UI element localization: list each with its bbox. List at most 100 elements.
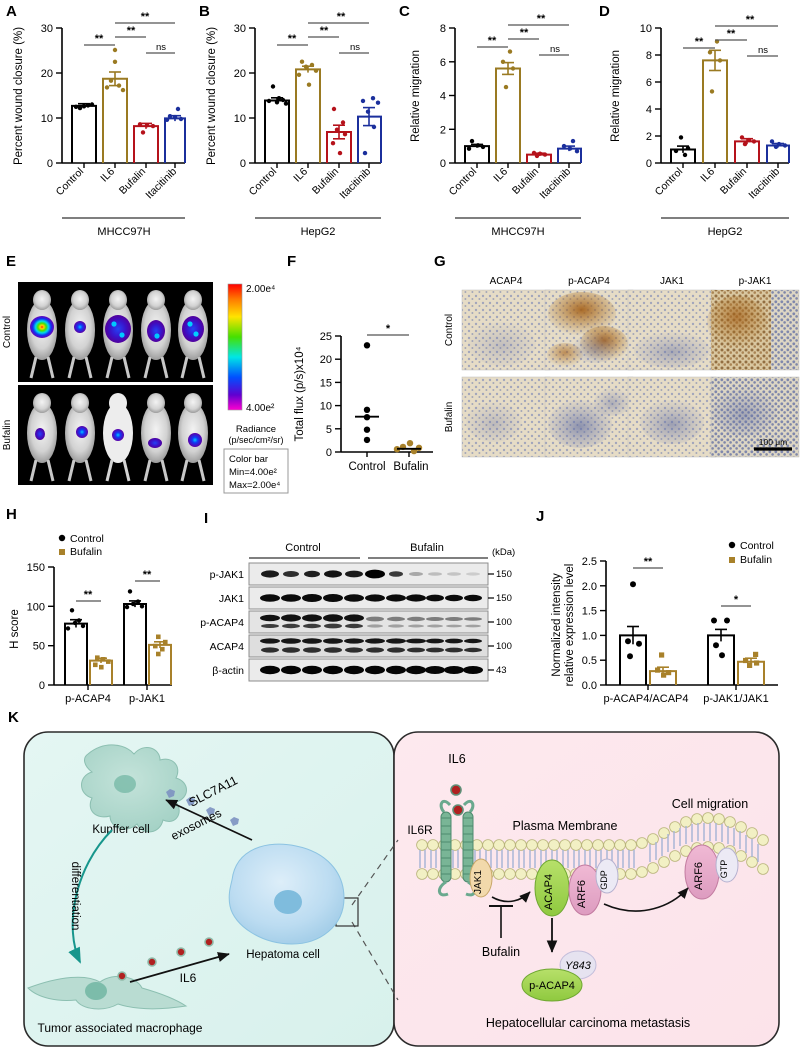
x-tick-label: p-ACAP4/ACAP4 xyxy=(604,693,689,705)
y-axis-label: Total flux (p/s)x10⁴ xyxy=(294,346,306,441)
sig-annotation: ** xyxy=(127,25,136,37)
colorbar-box-title: Color bar xyxy=(229,454,268,465)
sig-annotation: ** xyxy=(644,556,653,568)
y-axis-label-line2: relative expression level xyxy=(564,564,576,687)
y-tick: 20 xyxy=(320,354,332,366)
sig-annotation: ** xyxy=(695,36,704,48)
sig-annotation: ** xyxy=(746,14,755,26)
p-acap4-protein: Y843 p-ACAP4 xyxy=(521,950,597,1002)
y-tick: 4 xyxy=(440,91,446,103)
panel-g-label: G xyxy=(434,253,446,270)
panel-e-imaging: Control xyxy=(2,282,289,494)
panel-a-chart: 0 10 20 30 Percent wound closure (%) xyxy=(13,11,186,238)
hcc-metastasis-label: Hepatocellular carcinoma metastasis xyxy=(486,1016,690,1030)
x-tick-label: Bufalin xyxy=(510,166,541,197)
y-tick: 100 xyxy=(27,601,45,613)
panel-f: F 0 5 10 15 20 25 Total flux (p/s)x10⁴ * xyxy=(283,252,438,502)
x-tick-label: p-JAK1/JAK1 xyxy=(703,693,768,705)
wb-kda: 150 xyxy=(496,593,512,604)
ihc-tile-bufalin-pjak1: 100 μm xyxy=(710,376,800,458)
x-tick-label: Itacitinib xyxy=(537,166,573,202)
ihc-col-header: p-ACAP4 xyxy=(568,276,610,287)
panel-j: J Control Bufalin 0.0 0.5 1.0 1.5 2.0 2.… xyxy=(528,505,803,705)
legend-label-bufalin: Bufalin xyxy=(740,554,772,566)
panel-i-westernblot: Control Bufalin (kDa) p-JAK1 150 JAK1 xyxy=(200,542,515,682)
row-label-control: Control xyxy=(2,316,13,348)
y-axis-label: H score xyxy=(9,609,21,649)
arf6-gtp-label: ARF6 xyxy=(693,862,705,890)
ihc-tile-bufalin-acap4 xyxy=(461,376,551,458)
y-tick: 6 xyxy=(440,57,446,69)
panel-a-label: A xyxy=(6,3,17,20)
wb-row-label: β-actin xyxy=(212,665,244,677)
sig-annotation: ** xyxy=(727,28,736,40)
y-tick: 0 xyxy=(240,158,246,170)
bufalin-inhibition: Bufalin xyxy=(482,905,520,959)
x-tick-label: IL6 xyxy=(98,166,117,185)
sig-annotation: ** xyxy=(84,589,93,601)
y-tick: 10 xyxy=(640,23,652,35)
il6-ligand-dot xyxy=(450,784,462,796)
differentiation-label: differentiation xyxy=(69,862,81,931)
il6-particles-left xyxy=(117,937,214,981)
gtp-label: GTP xyxy=(719,860,729,879)
legend-label-control: Control xyxy=(740,540,774,552)
scale-bar-label: 100 μm xyxy=(759,437,788,447)
panel-d-chart: 0 2 4 6 8 10 Relative migration ** ** xyxy=(610,14,790,238)
y-tick: 8 xyxy=(646,50,652,62)
y-tick: 0.0 xyxy=(582,680,597,692)
colorbar-box-min: Min=4.00e² xyxy=(229,467,277,478)
panel-f-chart: 0 5 10 15 20 25 Total flux (p/s)x10⁴ * C… xyxy=(294,323,433,473)
x-tick-label: Bufalin xyxy=(718,166,749,197)
y-tick: 20 xyxy=(41,68,53,80)
legend-marker-bufalin xyxy=(59,549,65,555)
colorbar-min-label: 4.00e² xyxy=(246,403,275,414)
radiance-unit: (p/sec/cm²/sr) xyxy=(229,435,284,445)
jak1-label: JAK1 xyxy=(473,870,484,894)
panel-c: C 0 2 4 6 8 Relative migration xyxy=(393,0,591,250)
panel-h-chart: Control Bufalin 0 50 100 150 H score ** xyxy=(9,533,172,705)
y-tick: 10 xyxy=(41,113,53,125)
y-tick: 2.5 xyxy=(582,556,597,568)
wb-row-label: p-JAK1 xyxy=(210,569,245,581)
panel-j-label: J xyxy=(536,508,545,525)
x-tick-label: Itacitinib xyxy=(337,166,373,202)
panel-e-label: E xyxy=(6,253,17,270)
x-tick-label: Control xyxy=(348,461,385,473)
wb-kda-header: (kDa) xyxy=(492,547,515,558)
il6r-label: IL6R xyxy=(407,823,433,837)
panel-j-chart: Control Bufalin 0.0 0.5 1.0 1.5 2.0 2.5 … xyxy=(551,540,778,705)
legend-label-bufalin: Bufalin xyxy=(70,546,102,558)
y-tick: 0.5 xyxy=(582,655,597,667)
p-acap4-label: p-ACAP4 xyxy=(529,980,575,992)
y-tick: 10 xyxy=(234,113,246,125)
x-tick-label: Bufalin xyxy=(310,166,341,197)
y-tick: 2.0 xyxy=(582,581,597,593)
wb-group-header-control: Control xyxy=(285,542,320,554)
panel-b-chart: 0 10 20 30 Percent wound closure (%) xyxy=(206,11,382,238)
sig-annotation: ** xyxy=(320,25,329,37)
ihc-tile-bufalin-pacap4 xyxy=(544,376,634,458)
y-tick: 0 xyxy=(39,680,45,692)
y-tick: 1.5 xyxy=(582,606,597,618)
panel-i: I Control Bufalin (kDa) p-JAK1 xyxy=(178,505,530,705)
y843-label: Y843 xyxy=(565,960,592,972)
hepatoma-cell-label: Hepatoma cell xyxy=(246,949,320,961)
y-tick: 4 xyxy=(646,104,652,116)
colorbar-box-max: Max=2.00e⁴ xyxy=(229,480,280,491)
radiance-colorbar: 2.00e⁴ 4.00e² Radiance (p/sec/cm²/sr) Co… xyxy=(223,283,289,494)
gdp-label: GDP xyxy=(599,870,609,890)
sig-annotation: * xyxy=(734,594,739,606)
x-tick-label: Control xyxy=(54,166,86,198)
sig-annotation: ** xyxy=(488,35,497,47)
ihc-tile-control-pacap4 xyxy=(544,289,634,371)
legend-marker-control xyxy=(58,534,66,542)
acap4-arf6-complex: ACAP4 ARF6 GDP xyxy=(534,858,619,917)
tam-cell: Tumor associated macrophage xyxy=(27,975,203,1035)
ihc-tile-control-jak1 xyxy=(627,289,717,371)
sig-annotation: ** xyxy=(95,33,104,45)
sig-annotation: ** xyxy=(141,11,150,23)
sig-annotation: ** xyxy=(520,27,529,39)
y-tick: 0 xyxy=(326,447,332,459)
y-axis-label: Relative migration xyxy=(610,50,622,142)
